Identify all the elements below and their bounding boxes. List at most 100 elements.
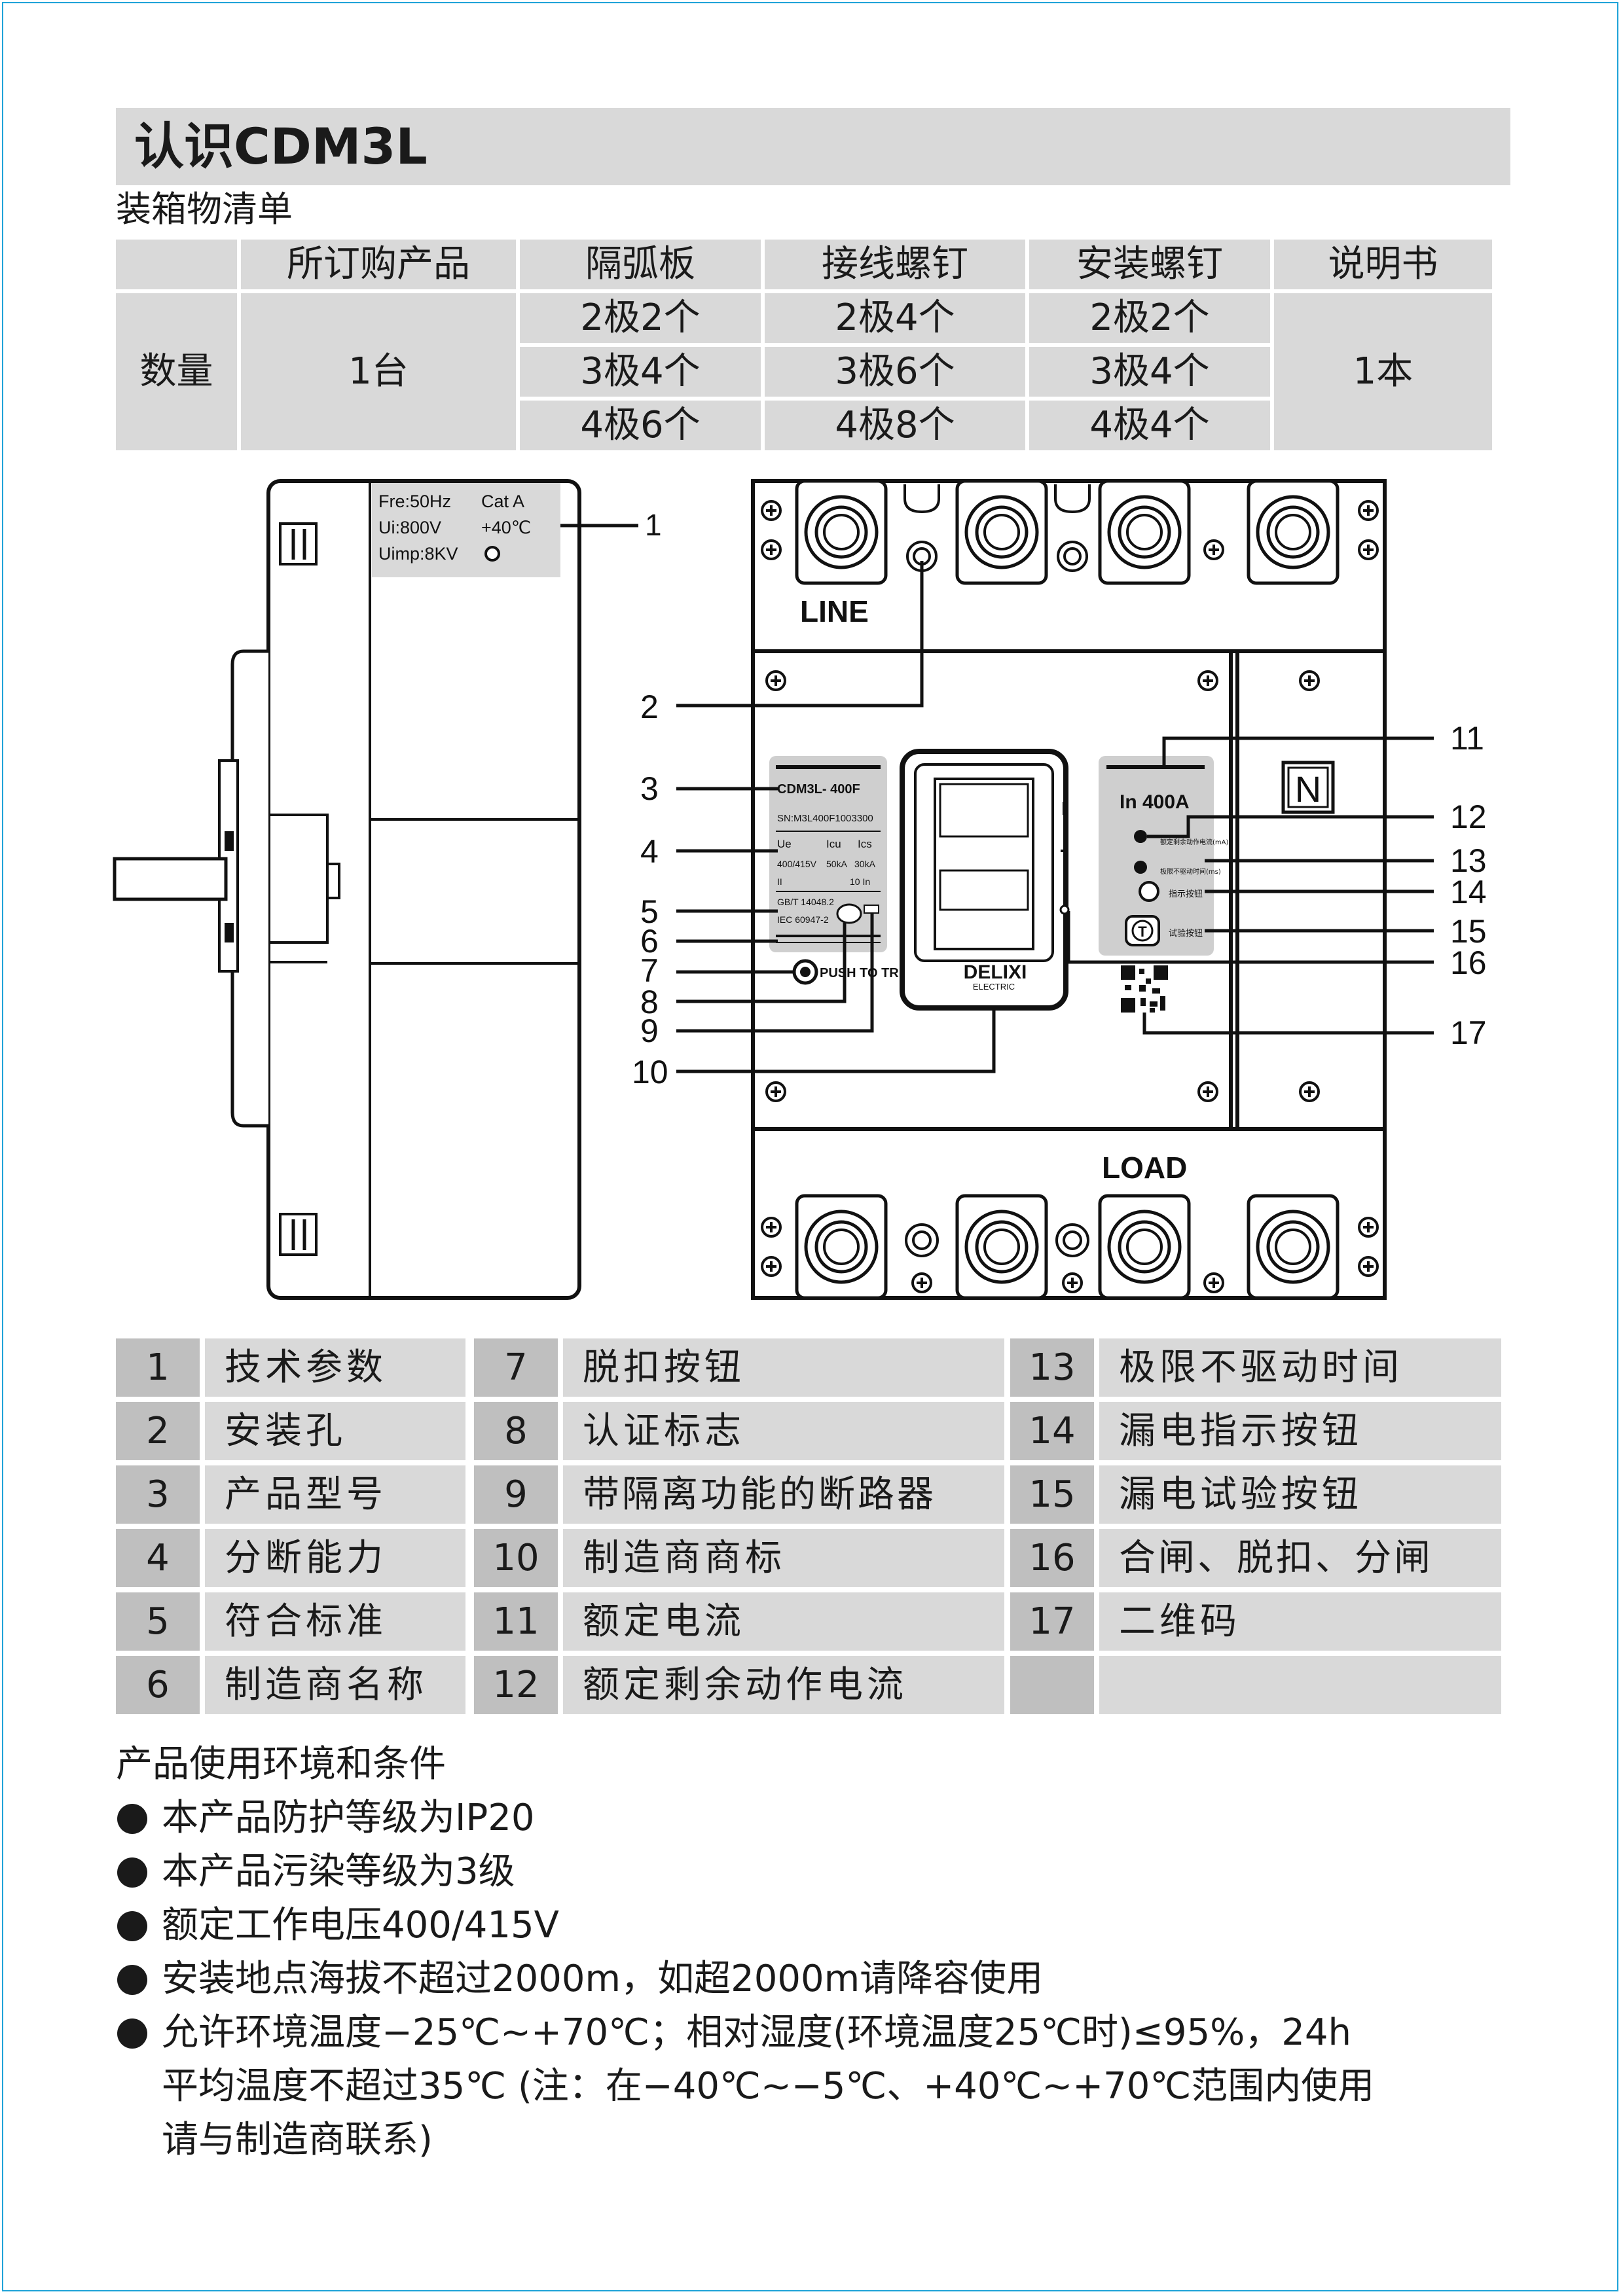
std-gb: GB/T 14048.2 — [777, 897, 834, 907]
spec-ue-val: 400/415V — [777, 859, 817, 869]
side-label-uimp: Uimp:8KV — [378, 544, 458, 564]
callout-6: 6 — [640, 923, 659, 960]
brand-sub: ELECTRIC — [973, 982, 1015, 992]
isolation-symbol-icon — [864, 905, 879, 914]
environment-item: 额定工作电压400/415V — [162, 1904, 559, 1946]
table-cell: 4极4个 — [1029, 401, 1270, 450]
list-item: 允许环境温度−25℃~+70℃；相对湿度(环境温度25℃时)≤95%，24h — [116, 2006, 1523, 2060]
part-label: 漏电试验按钮 — [1099, 1465, 1501, 1524]
spec-icu: Icu — [826, 838, 841, 850]
part-label: 脱扣按钮 — [563, 1338, 1004, 1397]
part-label: 漏电指示按钮 — [1099, 1402, 1501, 1460]
part-number: 8 — [474, 1402, 558, 1460]
callout-14: 14 — [1450, 874, 1487, 910]
rated-current-text: In 400A — [1120, 791, 1190, 813]
callout-9: 9 — [640, 1013, 659, 1049]
list-item: 本产品防护等级为IP20 — [116, 1791, 1523, 1845]
part-label: 合闸、脱扣、分闸 — [1099, 1529, 1501, 1587]
table-cell-product: 1台 — [241, 293, 516, 450]
environment-title: 产品使用环境和条件 — [116, 1743, 446, 1785]
table-cell: 4极8个 — [765, 401, 1025, 450]
part-label: 额定电流 — [563, 1592, 1004, 1651]
front-view: LINE LOAD N CDM3L- 400F SN:M3L400F100330… — [632, 479, 1487, 1300]
callout-2: 2 — [640, 689, 659, 725]
table-cell: 2极2个 — [1029, 293, 1270, 343]
brand-logo: DELIXI — [964, 961, 1027, 983]
part-number: 7 — [474, 1338, 558, 1397]
no-drive-time-text: 极限不驱动时间(ms) — [1160, 867, 1221, 876]
part-number: 13 — [1010, 1338, 1094, 1397]
bullet-icon — [117, 2018, 147, 2049]
cert-mark-icon — [484, 546, 500, 562]
push-to-trip-text: PUSH TO TRIP — [820, 966, 911, 980]
part-number: 1 — [116, 1338, 200, 1397]
spec-ics: Ics — [858, 838, 872, 850]
part-label: 制造商名称 — [205, 1656, 465, 1714]
part-number — [1010, 1656, 1094, 1714]
table-cell: 2极2个 — [520, 293, 761, 343]
table-cell: 3极6个 — [765, 347, 1025, 397]
part-label: 二维码 — [1099, 1592, 1501, 1651]
part-label: 制造商商标 — [563, 1529, 1004, 1587]
serial-text: SN:M3L400F1003300 — [777, 813, 873, 824]
test-button-label: T — [1138, 924, 1147, 940]
callout-1: 1 — [645, 508, 662, 542]
packing-table: 所订购产品 隔弧板 接线螺钉 安装螺钉 说明书 数量 1台 2极2个 2极4个 … — [112, 236, 1496, 454]
part-label: 技术参数 — [205, 1338, 465, 1397]
part-number: 3 — [116, 1465, 200, 1524]
callout-11: 11 — [1450, 720, 1484, 757]
part-label: 极限不驱动时间 — [1099, 1338, 1501, 1397]
callout-16: 16 — [1450, 944, 1487, 981]
part-number: 4 — [116, 1529, 200, 1587]
callout-8: 8 — [640, 984, 659, 1020]
callout-15: 15 — [1450, 913, 1487, 950]
part-number: 14 — [1010, 1402, 1094, 1460]
bullet-icon — [117, 1804, 147, 1834]
bullet-icon — [117, 1911, 147, 1941]
spec-icu-val: 50kA — [826, 859, 848, 869]
part-label: 安装孔 — [205, 1402, 465, 1460]
environment-continuation: 请与制造商联系) — [162, 2119, 433, 2161]
environment-item: 本产品污染等级为3级 — [162, 1850, 515, 1893]
callout-13: 13 — [1450, 842, 1487, 879]
part-label: 符合标准 — [205, 1592, 465, 1651]
side-label-cat: Cat A — [481, 492, 524, 511]
part-number: 2 — [116, 1402, 200, 1460]
packing-list-title: 装箱物清单 — [116, 188, 293, 230]
part-number: 11 — [474, 1592, 558, 1651]
table-row-label: 数量 — [116, 293, 237, 450]
spec-ics-val: 30kA — [854, 859, 876, 869]
callout-7: 7 — [640, 952, 659, 989]
part-label: 产品型号 — [205, 1465, 465, 1524]
part-number: 17 — [1010, 1592, 1094, 1651]
load-label: LOAD — [1102, 1151, 1187, 1185]
list-item: 本产品污染等级为3级 — [116, 1845, 1523, 1899]
indicator-button-text: 指示按钮 — [1169, 889, 1203, 899]
side-label-temp: +40℃ — [481, 518, 531, 537]
qr-code-icon — [1121, 965, 1168, 1013]
callout-10: 10 — [632, 1054, 668, 1090]
table-cell: 2极4个 — [765, 293, 1025, 343]
table-header-mounting-screw: 安装螺钉 — [1029, 240, 1270, 289]
list-item: 安装地点海拔不超过2000m，如超2000m请降容使用 — [116, 1952, 1523, 2006]
callout-4: 4 — [640, 833, 659, 870]
table-header-product: 所订购产品 — [241, 240, 516, 289]
part-label: 认证标志 — [563, 1402, 1004, 1460]
neutral-label: N — [1295, 768, 1321, 810]
indicator-button-icon[interactable] — [1139, 881, 1159, 902]
part-number: 16 — [1010, 1529, 1094, 1587]
page-title: 认识CDM3L — [134, 117, 428, 175]
leakage-current-text: 额定剩余动作电流(mA) — [1160, 838, 1228, 846]
part-label — [1099, 1656, 1501, 1714]
table-header-wiring-screw: 接线螺钉 — [765, 240, 1025, 289]
side-view: Fre:50Hz Cat A Ui:800V +40℃ Uimp:8KV 1 — [113, 479, 662, 1300]
environment-continuation: 平均温度不超过35℃ (注：在−40℃~−5℃、+40℃~+70℃范围内使用 — [162, 2065, 1375, 2108]
callout-3: 3 — [640, 770, 659, 807]
table-cell: 3极4个 — [1029, 347, 1270, 397]
part-label: 分断能力 — [205, 1529, 465, 1587]
spec-ue: Ue — [777, 838, 792, 850]
part-number: 12 — [474, 1656, 558, 1714]
table-header-manual: 说明书 — [1274, 240, 1492, 289]
